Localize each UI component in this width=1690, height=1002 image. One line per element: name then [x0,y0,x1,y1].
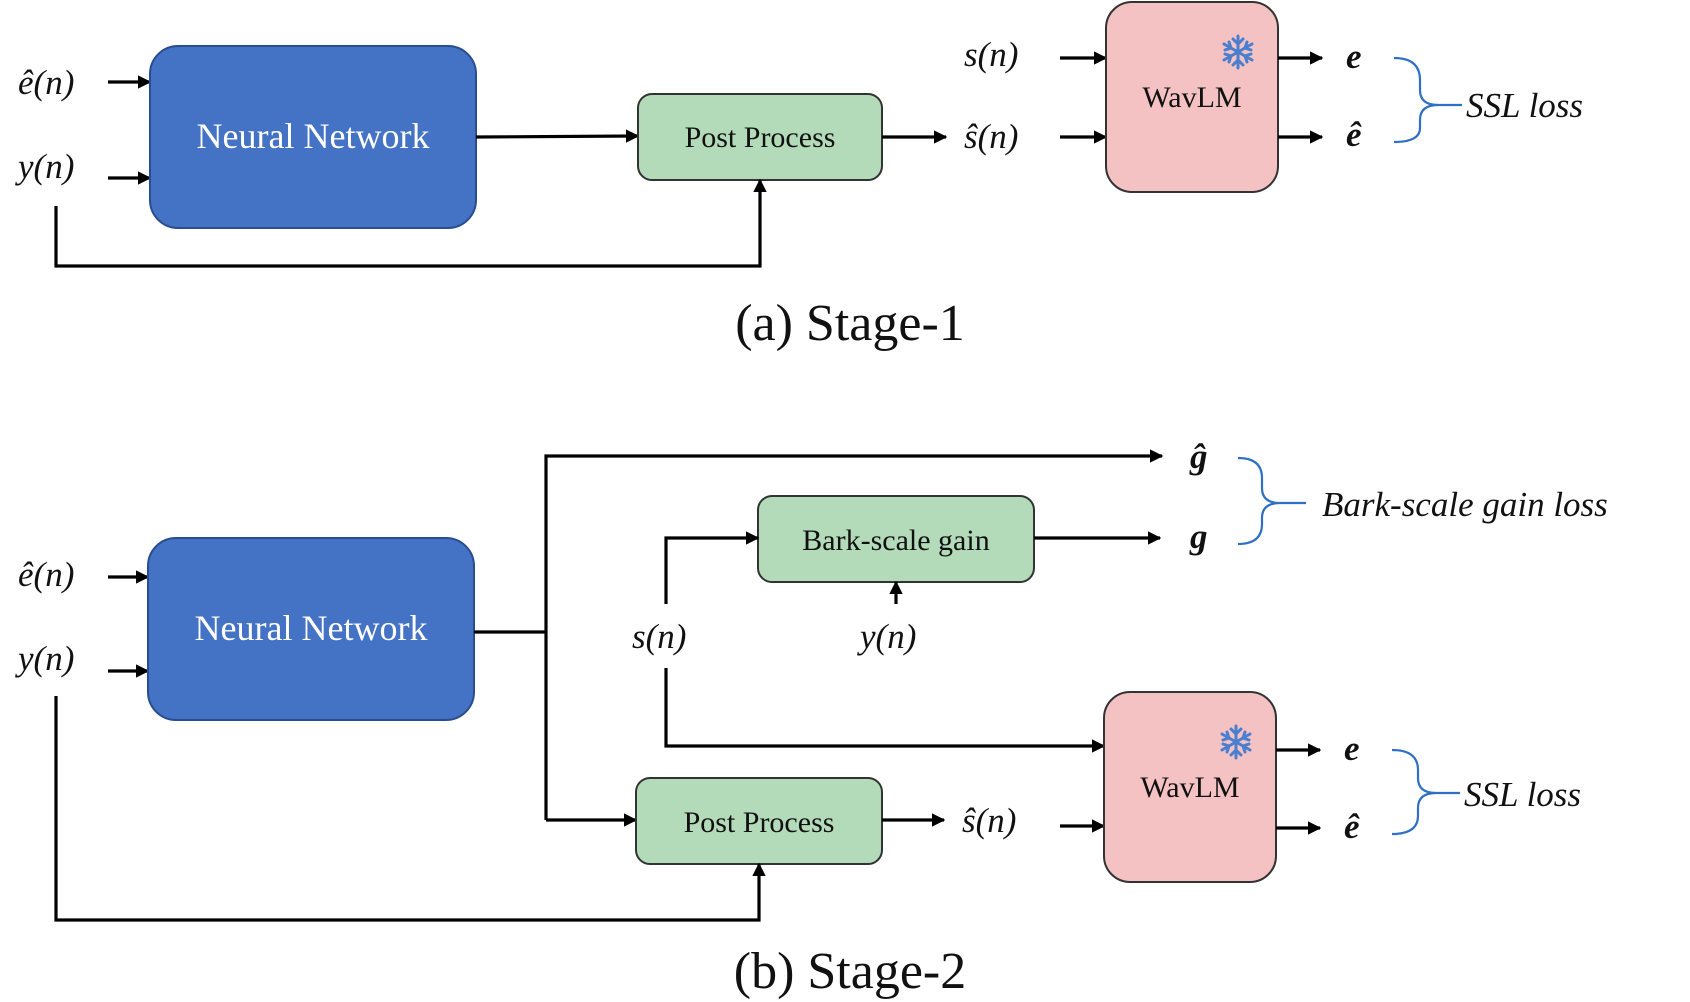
stage2-post-process-label: Post Process [684,806,835,839]
stage2-output-e-hat: ê [1344,807,1360,846]
stage1-input-y: y(n) [15,147,74,186]
stage2-arrow-s-to-wavlm [664,668,1106,753]
stage1-caption: (a) Stage-1 [735,295,965,352]
stage1-skip-y-to-post [54,178,767,268]
stage2-bark-input-s: s(n) [632,617,686,656]
stage1-group: ê(n) y(n) Neural Network Post Process s(… [15,1,1583,352]
stage2-neural-network-label: Neural Network [195,608,428,648]
stage2-bark-input-y: y(n) [857,617,916,656]
stage2-wavlm-label: WavLM [1140,771,1239,804]
stage2-arrow-s-to-bark [664,531,760,604]
stage1-loss-brace [1393,56,1439,144]
stage2-caption: (b) Stage-2 [734,943,966,1000]
stage1-ssl-loss-label: SSL loss [1466,86,1583,125]
stage2-skip-y-to-post [54,696,766,922]
stage1-input-e-hat: ê(n) [18,63,74,102]
stage2-output-g-hat: ĝ [1189,437,1208,476]
stage2-s-hat-label: ŝ(n) [962,801,1016,840]
stage2-bark-gain-label: Bark-scale gain [802,524,989,557]
stage2-input-e-hat: ê(n) [18,555,74,594]
stage1-arrow-nn-to-post [475,129,640,143]
stage1-wavlm-input-s-hat: ŝ(n) [964,117,1018,156]
stage2-group: ê(n) y(n) Neural Network Bark-scale gain… [15,437,1608,1000]
stage2-output-g: g [1189,517,1208,556]
stage1-output-e: e [1346,37,1362,76]
stage2-neural-network-box [147,537,475,721]
stage2-ssl-loss-label: SSL loss [1464,775,1581,814]
stage2-gain-loss-brace [1237,456,1281,546]
stage1-wavlm-label: WavLM [1142,81,1241,114]
stage1-neural-network-label: Neural Network [197,116,430,156]
stage2-input-y: y(n) [15,639,74,678]
stage1-post-process-label: Post Process [685,121,836,154]
stage1-output-e-hat: ê [1346,115,1362,154]
stage2-bark-gain-loss-label: Bark-scale gain loss [1322,485,1608,524]
stage2-arrow-nn-to-g-hat [544,449,1164,820]
stage2-output-e: e [1344,729,1360,768]
stage2-loss-brace [1391,748,1437,836]
stage1-wavlm-input-s: s(n) [964,35,1018,74]
